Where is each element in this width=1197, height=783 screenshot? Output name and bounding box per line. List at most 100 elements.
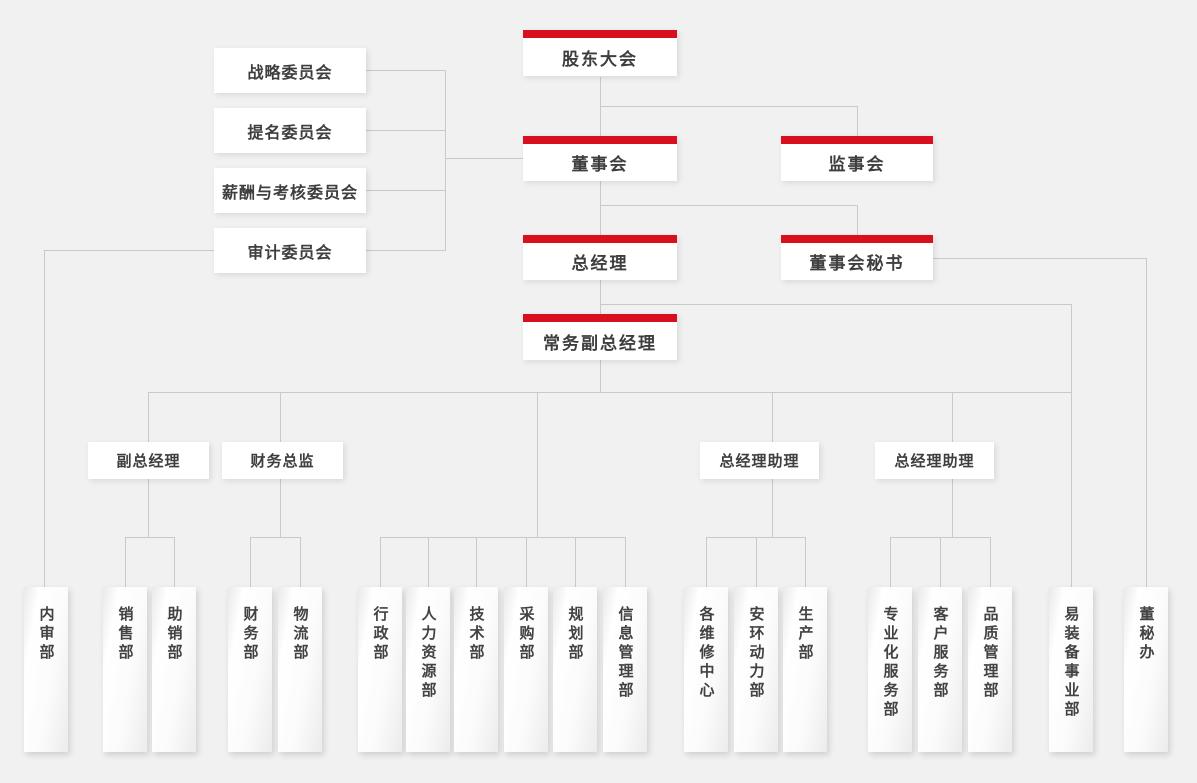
human-resources-dept: 人力资源部: [406, 587, 450, 752]
quality-management-dept-label: 品质管理部: [981, 606, 999, 701]
yi-equipment-business-dept: 易装备事业部: [1049, 587, 1093, 752]
connector-line: [380, 537, 625, 538]
finance-dept-label: 财务部: [241, 606, 259, 663]
connector-line: [600, 181, 601, 235]
executive-deputy-gm: 常务副总经理: [523, 314, 677, 360]
strategy-committee: 战略委员会: [214, 48, 366, 93]
administration-dept: 行政部: [358, 587, 402, 752]
specialized-services-dept-label: 专业化服务部: [881, 606, 899, 720]
internal-audit-dept: 内审部: [24, 587, 68, 752]
connector-line: [280, 479, 281, 537]
board-of-directors-label: 董事会: [571, 155, 629, 174]
board-secretary: 董事会秘书: [781, 235, 933, 280]
safety-environment-power-dept-label: 安环动力部: [747, 606, 765, 701]
nomination-committee-label: 提名委员会: [247, 124, 333, 142]
connector-line: [600, 304, 1072, 305]
maintenance-centers-label: 各维修中心: [697, 606, 715, 701]
connector-line: [952, 479, 953, 537]
connector-line: [772, 479, 773, 537]
strategy-committee-label: 战略委员会: [247, 64, 333, 82]
finance-director-label: 财务总监: [250, 453, 315, 470]
connector-line: [575, 537, 576, 587]
board-secretary-label: 董事会秘书: [809, 254, 905, 273]
connector-line: [366, 70, 445, 71]
production-dept-label: 生产部: [796, 606, 814, 663]
connector-line: [706, 537, 805, 538]
connector-line: [600, 106, 858, 107]
connector-line: [125, 537, 174, 538]
technology-dept: 技术部: [454, 587, 498, 752]
remuneration-assessment-committee: 薪酬与考核委员会: [214, 168, 366, 213]
connector-line: [526, 537, 527, 587]
connector-line: [952, 392, 953, 442]
connector-line: [890, 537, 891, 587]
nomination-committee: 提名委员会: [214, 108, 366, 153]
gm-assistant-1: 总经理助理: [700, 442, 819, 479]
human-resources-dept-label: 人力资源部: [419, 606, 437, 701]
administration-dept-label: 行政部: [371, 606, 389, 663]
connector-line: [250, 537, 300, 538]
yi-equipment-business-dept-label: 易装备事业部: [1062, 606, 1080, 720]
connector-line: [300, 537, 301, 587]
connector-line: [857, 106, 858, 136]
customer-service-dept-label: 客户服务部: [931, 606, 949, 701]
planning-dept: 规划部: [553, 587, 597, 752]
connector-line: [445, 70, 446, 251]
logistics-dept: 物流部: [278, 587, 322, 752]
procurement-dept-label: 采购部: [517, 606, 535, 663]
connector-line: [600, 205, 858, 206]
shareholders-meeting-label: 股东大会: [562, 49, 638, 69]
connector-line: [706, 537, 707, 587]
connector-line: [280, 392, 281, 442]
board-secretary-office: 董秘办: [1124, 587, 1168, 752]
connector-line: [600, 360, 601, 392]
connector-line: [250, 537, 251, 587]
connector-line: [476, 537, 477, 587]
finance-director: 财务总监: [222, 442, 343, 479]
sales-support-dept: 助销部: [152, 587, 196, 752]
customer-service-dept: 客户服务部: [918, 587, 962, 752]
connector-line: [148, 392, 149, 442]
connector-line: [600, 280, 601, 314]
connector-line: [805, 537, 806, 587]
supervisory-board: 监事会: [781, 136, 933, 181]
connector-line: [625, 537, 626, 587]
specialized-services-dept: 专业化服务部: [868, 587, 912, 752]
shareholders-meeting: 股东大会: [523, 30, 677, 76]
connector-line: [933, 258, 1146, 259]
procurement-dept: 采购部: [504, 587, 548, 752]
connector-line: [174, 537, 175, 587]
board-secretary-office-label: 董秘办: [1137, 606, 1155, 663]
quality-management-dept: 品质管理部: [968, 587, 1012, 752]
gm-assistant-2: 总经理助理: [875, 442, 994, 479]
general-manager: 总经理: [523, 235, 677, 280]
general-manager-label: 总经理: [571, 254, 629, 273]
connector-line: [940, 537, 941, 587]
maintenance-centers: 各维修中心: [684, 587, 728, 752]
audit-committee-label: 审计委员会: [247, 244, 333, 262]
connector-line: [428, 537, 429, 587]
planning-dept-label: 规划部: [566, 606, 584, 663]
connector-line: [44, 250, 45, 587]
connector-line: [857, 205, 858, 235]
deputy-gm: 副总经理: [88, 442, 209, 479]
supervisory-board-label: 监事会: [828, 155, 886, 174]
technology-dept-label: 技术部: [467, 606, 485, 663]
information-management-dept-label: 信息管理部: [616, 606, 634, 701]
internal-audit-dept-label: 内审部: [37, 606, 55, 663]
production-dept: 生产部: [783, 587, 827, 752]
logistics-dept-label: 物流部: [291, 606, 309, 663]
connector-line: [756, 537, 757, 587]
finance-dept: 财务部: [228, 587, 272, 752]
connector-line: [125, 537, 126, 587]
connector-line: [44, 250, 214, 251]
connector-line: [445, 158, 523, 159]
sales-dept-label: 销售部: [116, 606, 134, 663]
connector-line: [1071, 304, 1072, 587]
executive-deputy-gm-label: 常务副总经理: [543, 333, 657, 353]
remuneration-assessment-committee-label: 薪酬与考核委员会: [221, 184, 358, 202]
audit-committee: 审计委员会: [214, 228, 366, 273]
deputy-gm-label: 副总经理: [116, 453, 181, 470]
connector-line: [148, 392, 1072, 393]
